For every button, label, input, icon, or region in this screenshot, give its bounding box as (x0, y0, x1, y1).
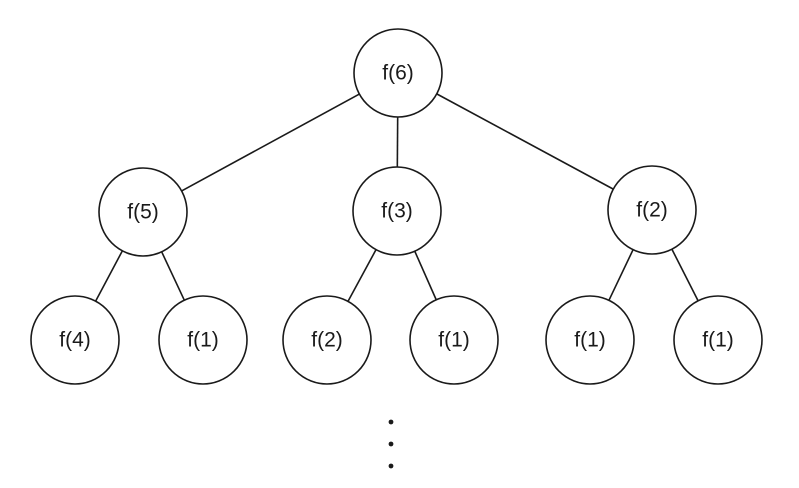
node-label: f(1) (187, 329, 219, 352)
tree-node: f(3) (352, 166, 442, 256)
tree-edge (608, 249, 634, 301)
node-label: f(3) (381, 200, 413, 223)
node-label: f(5) (127, 201, 159, 224)
tree-edge (671, 248, 699, 302)
node-circle (98, 167, 188, 257)
node-label: f(1) (574, 329, 606, 352)
tree-edge (347, 249, 377, 302)
node-circle (352, 166, 442, 256)
node-label: f(6) (382, 62, 414, 85)
tree-edge (436, 93, 614, 190)
node-circle (282, 295, 372, 385)
node-circle (158, 295, 248, 385)
continuation-dot (388, 441, 394, 447)
tree-node: f(1) (158, 295, 248, 385)
tree-node: f(5) (98, 167, 188, 257)
node-label: f(1) (702, 329, 734, 352)
tree-edge (160, 251, 186, 301)
tree-node: f(1) (673, 295, 763, 385)
node-circle (353, 28, 443, 118)
continuation-dot (388, 419, 394, 425)
node-label: f(2) (311, 329, 343, 352)
tree-node: f(4) (30, 295, 120, 385)
node-label: f(4) (59, 329, 91, 352)
node-label: f(2) (636, 199, 668, 222)
tree-edge (414, 250, 437, 301)
node-circle (30, 295, 120, 385)
continuation-dot (388, 463, 394, 469)
tree-node: f(2) (282, 295, 372, 385)
node-circle (673, 295, 763, 385)
tree-edge (94, 250, 124, 302)
tree-node: f(6) (353, 28, 443, 118)
tree-node: f(1) (409, 295, 499, 385)
tree-node: f(2) (607, 165, 697, 255)
node-circle (607, 165, 697, 255)
continuation-dots (388, 419, 394, 469)
tree-edges (94, 93, 699, 302)
tree-nodes: f(6) f(5) f(3) f(2) f(4) f(1) f(2) f(1) f(1) f(1) (30, 28, 763, 385)
node-label: f(1) (438, 329, 470, 352)
node-circle (545, 295, 635, 385)
tree-node: f(1) (545, 295, 635, 385)
node-circle (409, 295, 499, 385)
tree-edge (181, 93, 360, 192)
